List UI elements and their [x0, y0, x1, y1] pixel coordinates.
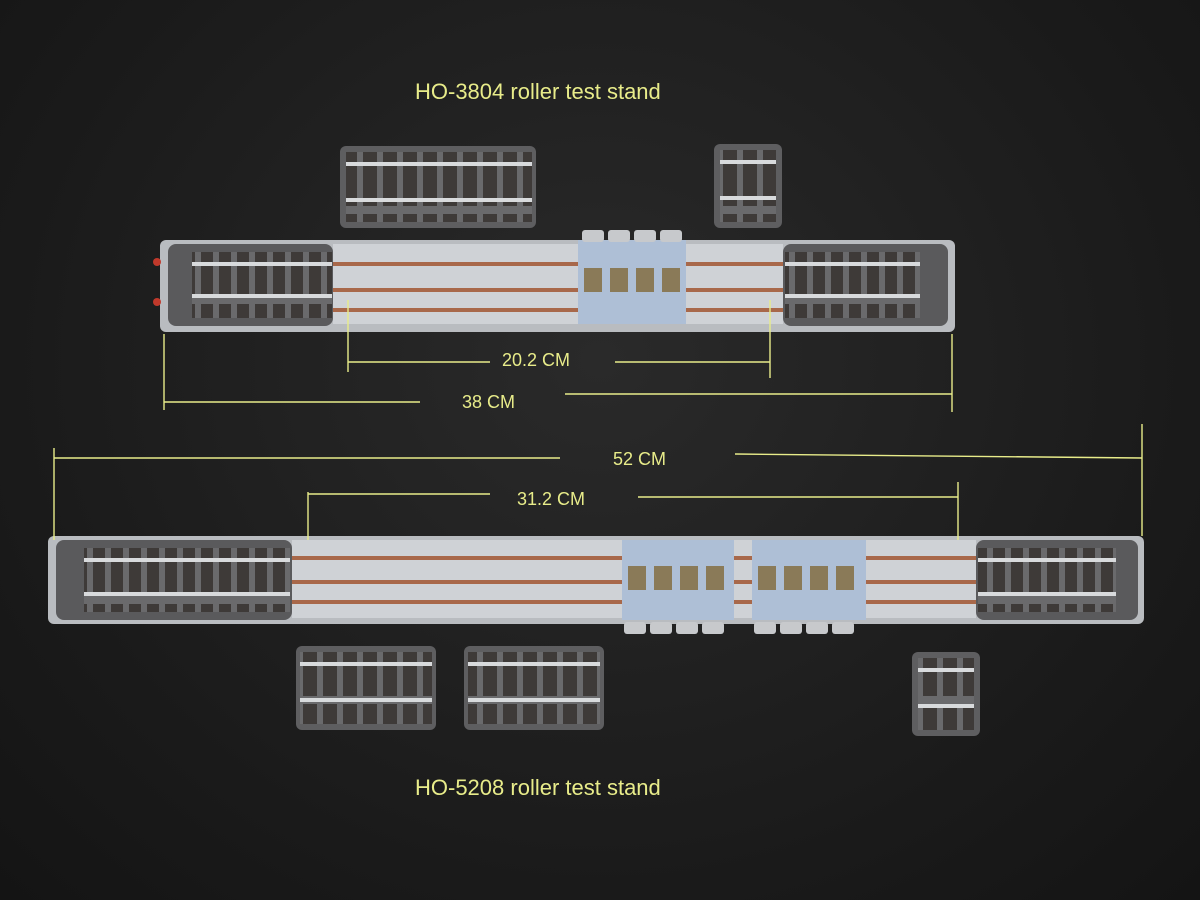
- bottom-loose-track-1: [296, 646, 436, 730]
- top-loose-track-long: [340, 146, 536, 228]
- top-left-ties: [192, 252, 332, 318]
- bottom-loose-track-short: [912, 652, 980, 736]
- dim-label-top-outer: 38 CM: [462, 392, 516, 412]
- dimension-lines: [53, 300, 1143, 540]
- stand-ho-5208: [48, 536, 1144, 634]
- top-loose-track-short: [714, 144, 782, 228]
- caption-ho-3804: HO-3804 roller test stand: [415, 79, 661, 104]
- bottom-loose-track-2: [464, 646, 604, 730]
- dim-label-top-inner: 20.2 CM: [502, 350, 571, 370]
- stand-ho-3804: [153, 230, 955, 332]
- bottom-roller-blocks: [622, 540, 866, 634]
- dim-label-bottom-inner: 31.2 CM: [517, 489, 586, 509]
- dim-label-bottom-outer: 52 CM: [613, 449, 667, 469]
- top-terminal-red: [153, 258, 161, 266]
- top-roller-blocks: [578, 230, 686, 324]
- caption-ho-5208: HO-5208 roller test stand: [415, 775, 661, 800]
- top-terminal-red-2: [153, 298, 161, 306]
